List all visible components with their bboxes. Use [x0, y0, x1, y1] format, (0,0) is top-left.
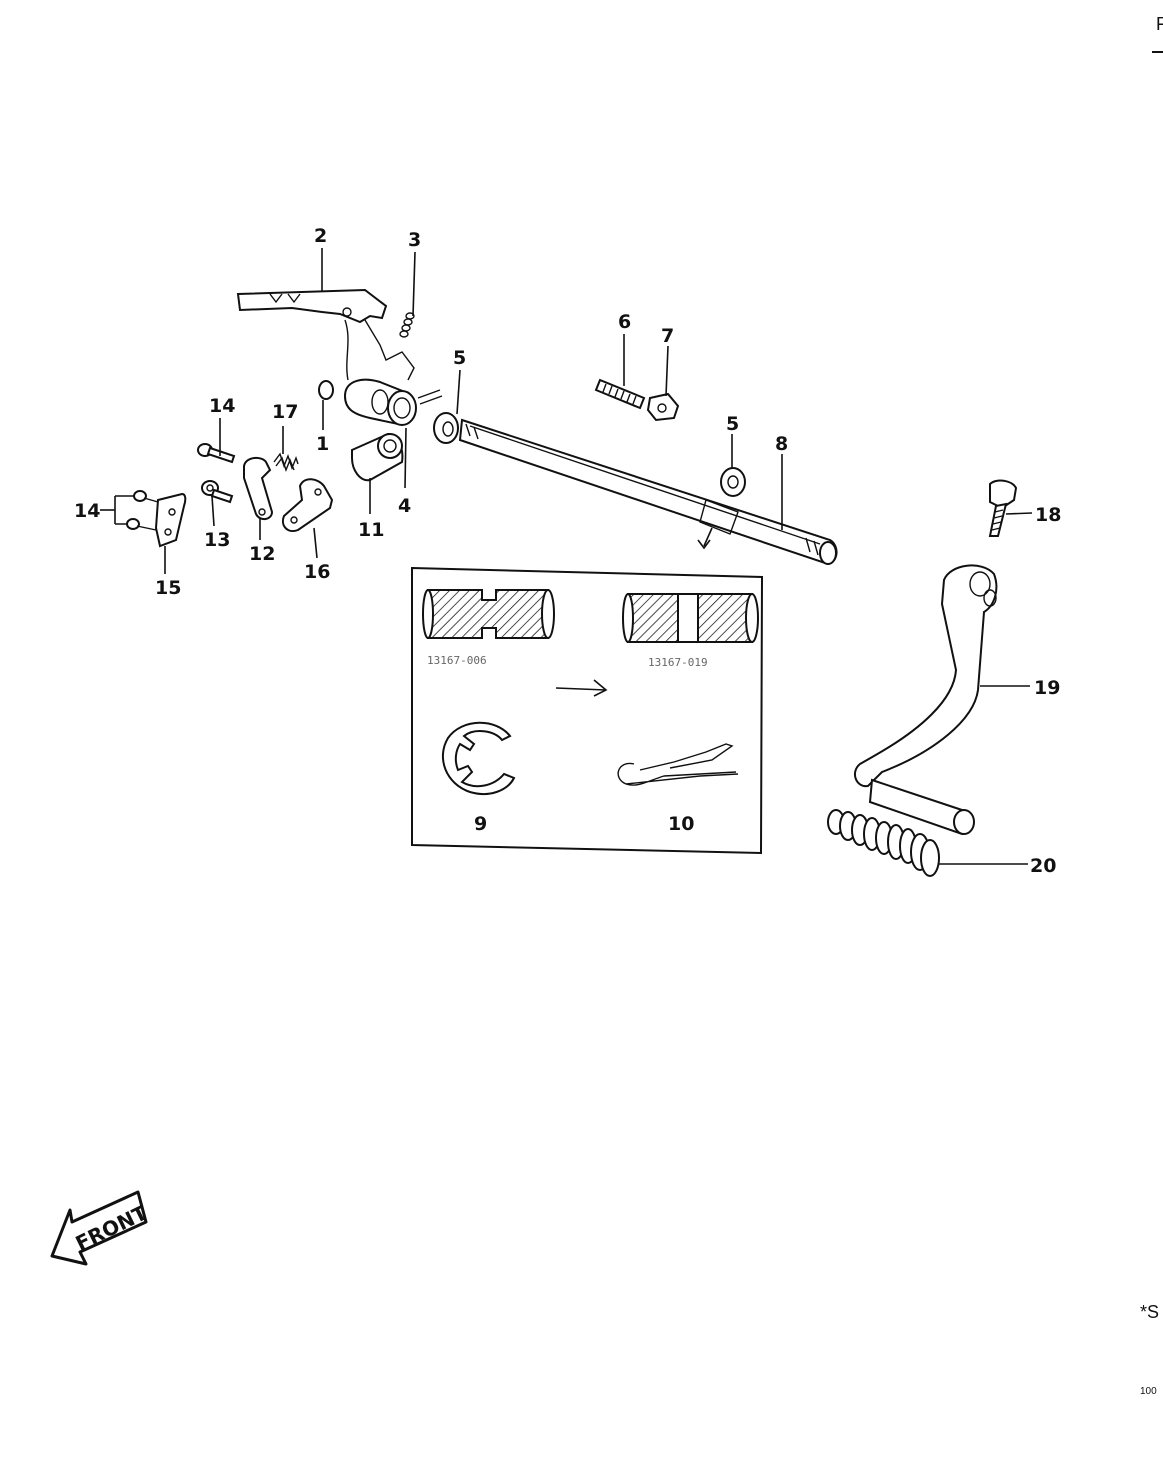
inset-supersede-arrow: [555, 687, 607, 691]
part-13-bolt: [201, 480, 234, 504]
part-11-bushing: [351, 432, 404, 482]
part-19-pedal: [853, 564, 998, 836]
callout-17: 17: [272, 401, 298, 423]
edge-text-bottom-right: *S: [1140, 1302, 1159, 1322]
part-7-nut: [646, 392, 680, 422]
callout-9: 9: [474, 813, 487, 835]
part-20-coil-spring: [827, 809, 940, 877]
part-3-spring: [399, 312, 415, 338]
edge-text-bottom-small: 100: [1140, 1386, 1157, 1397]
part-14-screw-upper: [197, 443, 236, 464]
part-2-shift-lever: [236, 288, 415, 381]
part-10-r-pin: [617, 743, 739, 786]
callout-14-left: 14: [74, 500, 100, 522]
part-17-spring: [273, 452, 299, 473]
leader-lines: [100, 248, 1033, 865]
callout-14-upper: 14: [209, 395, 235, 417]
callout-3: 3: [408, 229, 421, 251]
part-18-bolt: [988, 479, 1018, 537]
edge-text-top-right: F: [1156, 14, 1163, 34]
inset-part-code-new: 13167-019: [648, 656, 708, 669]
callout-10: 10: [668, 813, 694, 835]
callout-16: 16: [304, 561, 330, 583]
part-16-guide-plate: [282, 478, 334, 532]
part-6-stud: [594, 378, 646, 410]
inset-shaft-section-new: [622, 593, 759, 643]
callout-18: 18: [1035, 504, 1061, 526]
part-4-collar: [343, 378, 443, 426]
inset-shaft-section-old: [422, 589, 555, 639]
callout-1: 1: [316, 433, 329, 455]
callout-19: 19: [1034, 677, 1060, 699]
part-5-washer-left: [433, 412, 459, 444]
part-12-stopper-lever: [243, 456, 274, 520]
part-1-o-ring: [318, 380, 334, 400]
callout-12: 12: [249, 543, 275, 565]
callout-8: 8: [775, 433, 788, 455]
callout-20: 20: [1030, 855, 1056, 877]
callout-15: 15: [155, 577, 181, 599]
front-direction-arrow: FRONT: [50, 1190, 151, 1266]
part-9-e-ring: [442, 721, 516, 796]
callout-5-right: 5: [726, 413, 739, 435]
callout-6: 6: [618, 311, 631, 333]
callout-5-left: 5: [453, 347, 466, 369]
callout-11: 11: [358, 519, 384, 541]
callout-13: 13: [204, 529, 230, 551]
callout-labels: 2 3 1 4 5 6 7 5 8 11 12 13 14 17 16 15 1…: [74, 225, 1061, 877]
part-5-washer-right: [720, 467, 746, 497]
part-8-shift-shaft: [458, 418, 838, 566]
callout-4: 4: [398, 495, 411, 517]
callout-2: 2: [314, 225, 327, 247]
inset-panel: 13167-006 13167-019: [411, 566, 764, 855]
callout-7: 7: [661, 325, 674, 347]
part-15-bracket: [126, 490, 187, 548]
inset-part-code-old: 13167-006: [427, 654, 487, 667]
